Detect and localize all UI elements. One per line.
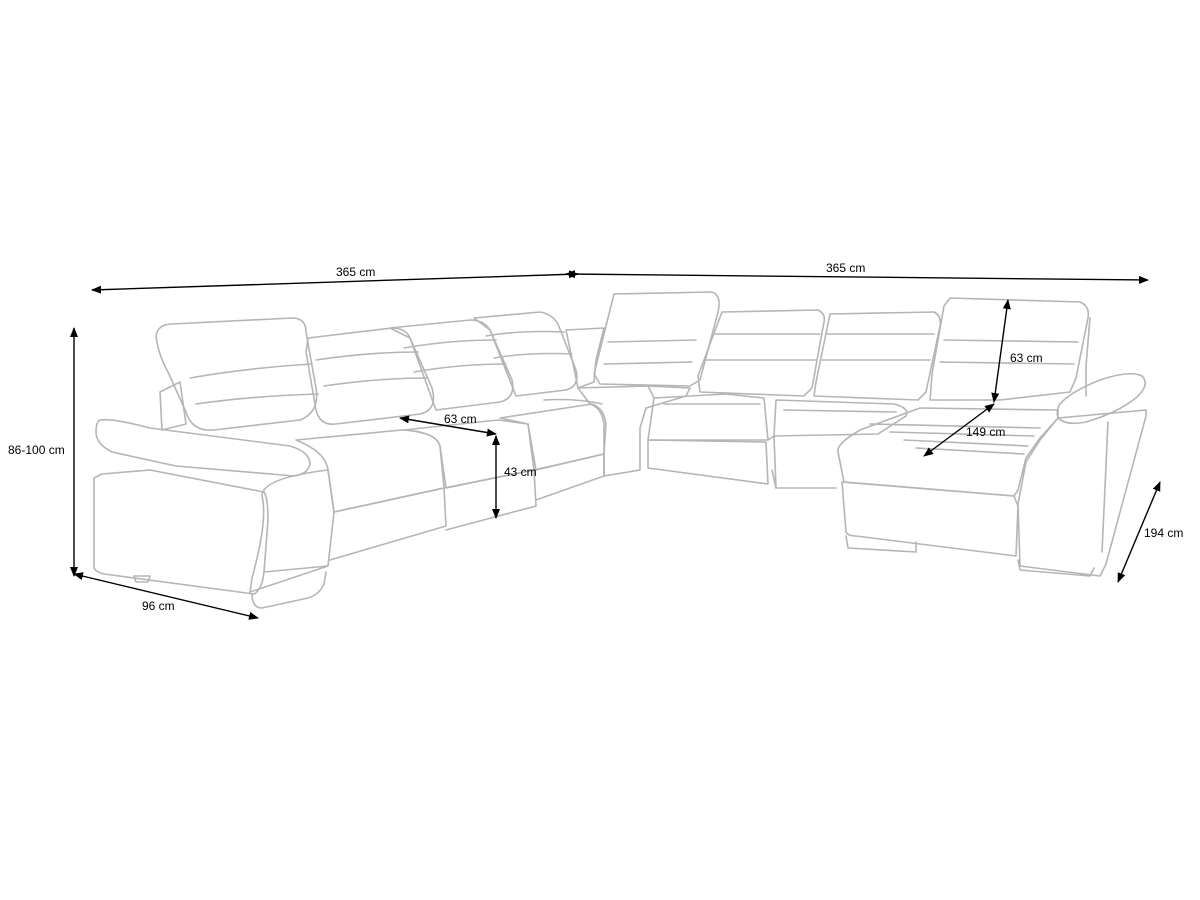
left-back-panel (159, 381, 187, 431)
label-top-right: 365 cm (826, 261, 865, 275)
foot-chaise (845, 535, 917, 553)
right-arm-block (1017, 409, 1147, 577)
label-right-depth: 194 cm (1144, 526, 1183, 540)
dim-arrow-top-right (565, 270, 1149, 284)
headrest-center (593, 291, 720, 387)
back-cushion-4 (473, 311, 578, 397)
foot-right (1017, 559, 1095, 577)
label-backrest: 63 cm (1010, 351, 1043, 365)
front-base-left (249, 469, 335, 593)
headrest-right (929, 297, 1090, 401)
label-top-left: 365 cm (336, 265, 375, 279)
label-chaise: 149 cm (966, 425, 1005, 439)
left-armrest (95, 418, 311, 477)
dimension-labels: 365 cm 365 cm 86-100 cm 96 cm 63 cm 43 c… (8, 261, 1183, 613)
seat-right-1 (647, 393, 769, 441)
left-arm-block (93, 469, 269, 595)
label-seat-height: 43 cm (504, 465, 537, 479)
headrest-left-1 (155, 317, 318, 431)
label-depth-left: 96 cm (142, 599, 175, 613)
back-cushion-r2 (813, 311, 942, 401)
seat-right-2 (773, 399, 908, 437)
back-cushion-3 (389, 319, 514, 411)
dim-arrow-backrest (991, 299, 1011, 403)
back-cushion-2 (305, 327, 435, 426)
back-cushion-r1 (697, 309, 826, 397)
dim-arrow-depth-left (73, 572, 259, 620)
chaise-top (837, 407, 1059, 497)
dim-arrow-seat-depth (399, 415, 497, 437)
seat-left-3 (499, 403, 607, 471)
chaise-base (841, 481, 1019, 557)
dim-arrow-chaise (923, 403, 995, 457)
dimension-arrows (70, 270, 1161, 620)
front-base-right (647, 439, 769, 485)
dim-arrow-top-left (91, 270, 579, 294)
label-height: 86-100 cm (8, 443, 65, 457)
sofa-drawing (93, 291, 1147, 609)
corner-seat (577, 385, 691, 477)
dim-arrow-right-depth (1117, 481, 1161, 583)
label-seat-depth: 63 cm (444, 412, 477, 426)
right-armrest (1056, 372, 1146, 425)
